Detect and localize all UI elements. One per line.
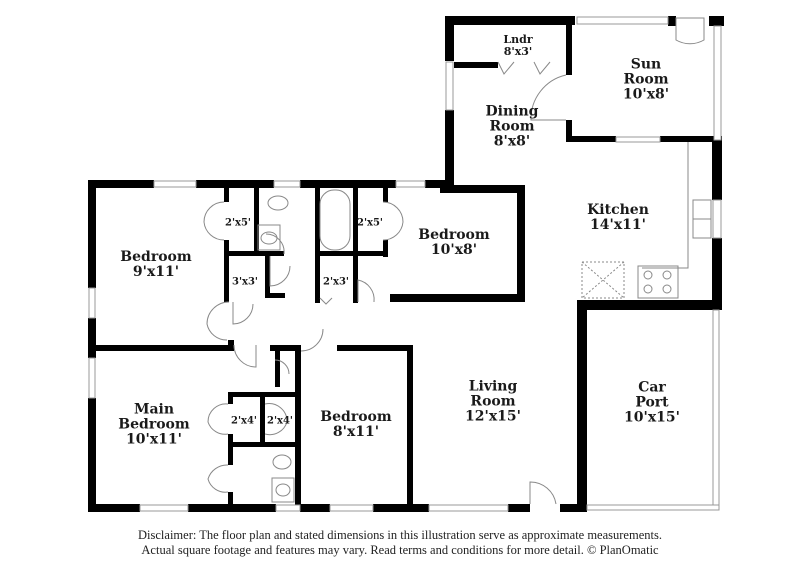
- room-label-car-port: Car Port 10'x15': [624, 379, 680, 426]
- room-label-bedroom-bottom: Bedroom 8'x11': [320, 408, 392, 440]
- doors: [203, 17, 705, 505]
- refrigerator-icon: [581, 261, 625, 299]
- sink-icon: [257, 224, 281, 251]
- room-label-kitchen: Kitchen 14'x11': [587, 201, 649, 233]
- sink-icon-2: [271, 477, 295, 503]
- room-label-closet-6: 2'x4': [266, 415, 294, 427]
- room-label-bedroom-right: Bedroom 10'x8': [418, 226, 490, 258]
- stove-icon: [637, 265, 679, 299]
- toilet-icon-2: [272, 454, 292, 470]
- room-label-dining-room: Dining Room 8'x8': [485, 103, 539, 150]
- disclaimer-line-2: Actual square footage and features may v…: [141, 543, 659, 557]
- room-label-main-bedroom: Main Bedroom 10'x11': [118, 401, 190, 448]
- fixtures: [257, 142, 712, 503]
- room-label-closet-2: 2'x5': [356, 217, 384, 229]
- room-label-bedroom-left: Bedroom 9'x11': [120, 248, 192, 280]
- room-label-closet-3: 3'x3': [231, 276, 259, 288]
- exterior-walls: [88, 16, 724, 512]
- room-label-sun-room: Sun Room 10'x8': [622, 56, 670, 103]
- disclaimer-line-1: Disclaimer: The floor plan and stated di…: [138, 528, 662, 542]
- room-label-living-room: Living Room 12'x15': [465, 378, 521, 425]
- room-label-closet-5: 2'x4': [230, 415, 258, 427]
- room-label-closet-1: 2'x5': [224, 217, 252, 229]
- bathtub-icon: [319, 189, 351, 251]
- room-label-closet-4: 2'x3': [322, 276, 350, 288]
- interior-walls: [96, 25, 722, 505]
- windows: [88, 16, 722, 512]
- room-label-laundry: Lndr 8'x3': [503, 33, 533, 58]
- toilet-icon: [267, 195, 289, 211]
